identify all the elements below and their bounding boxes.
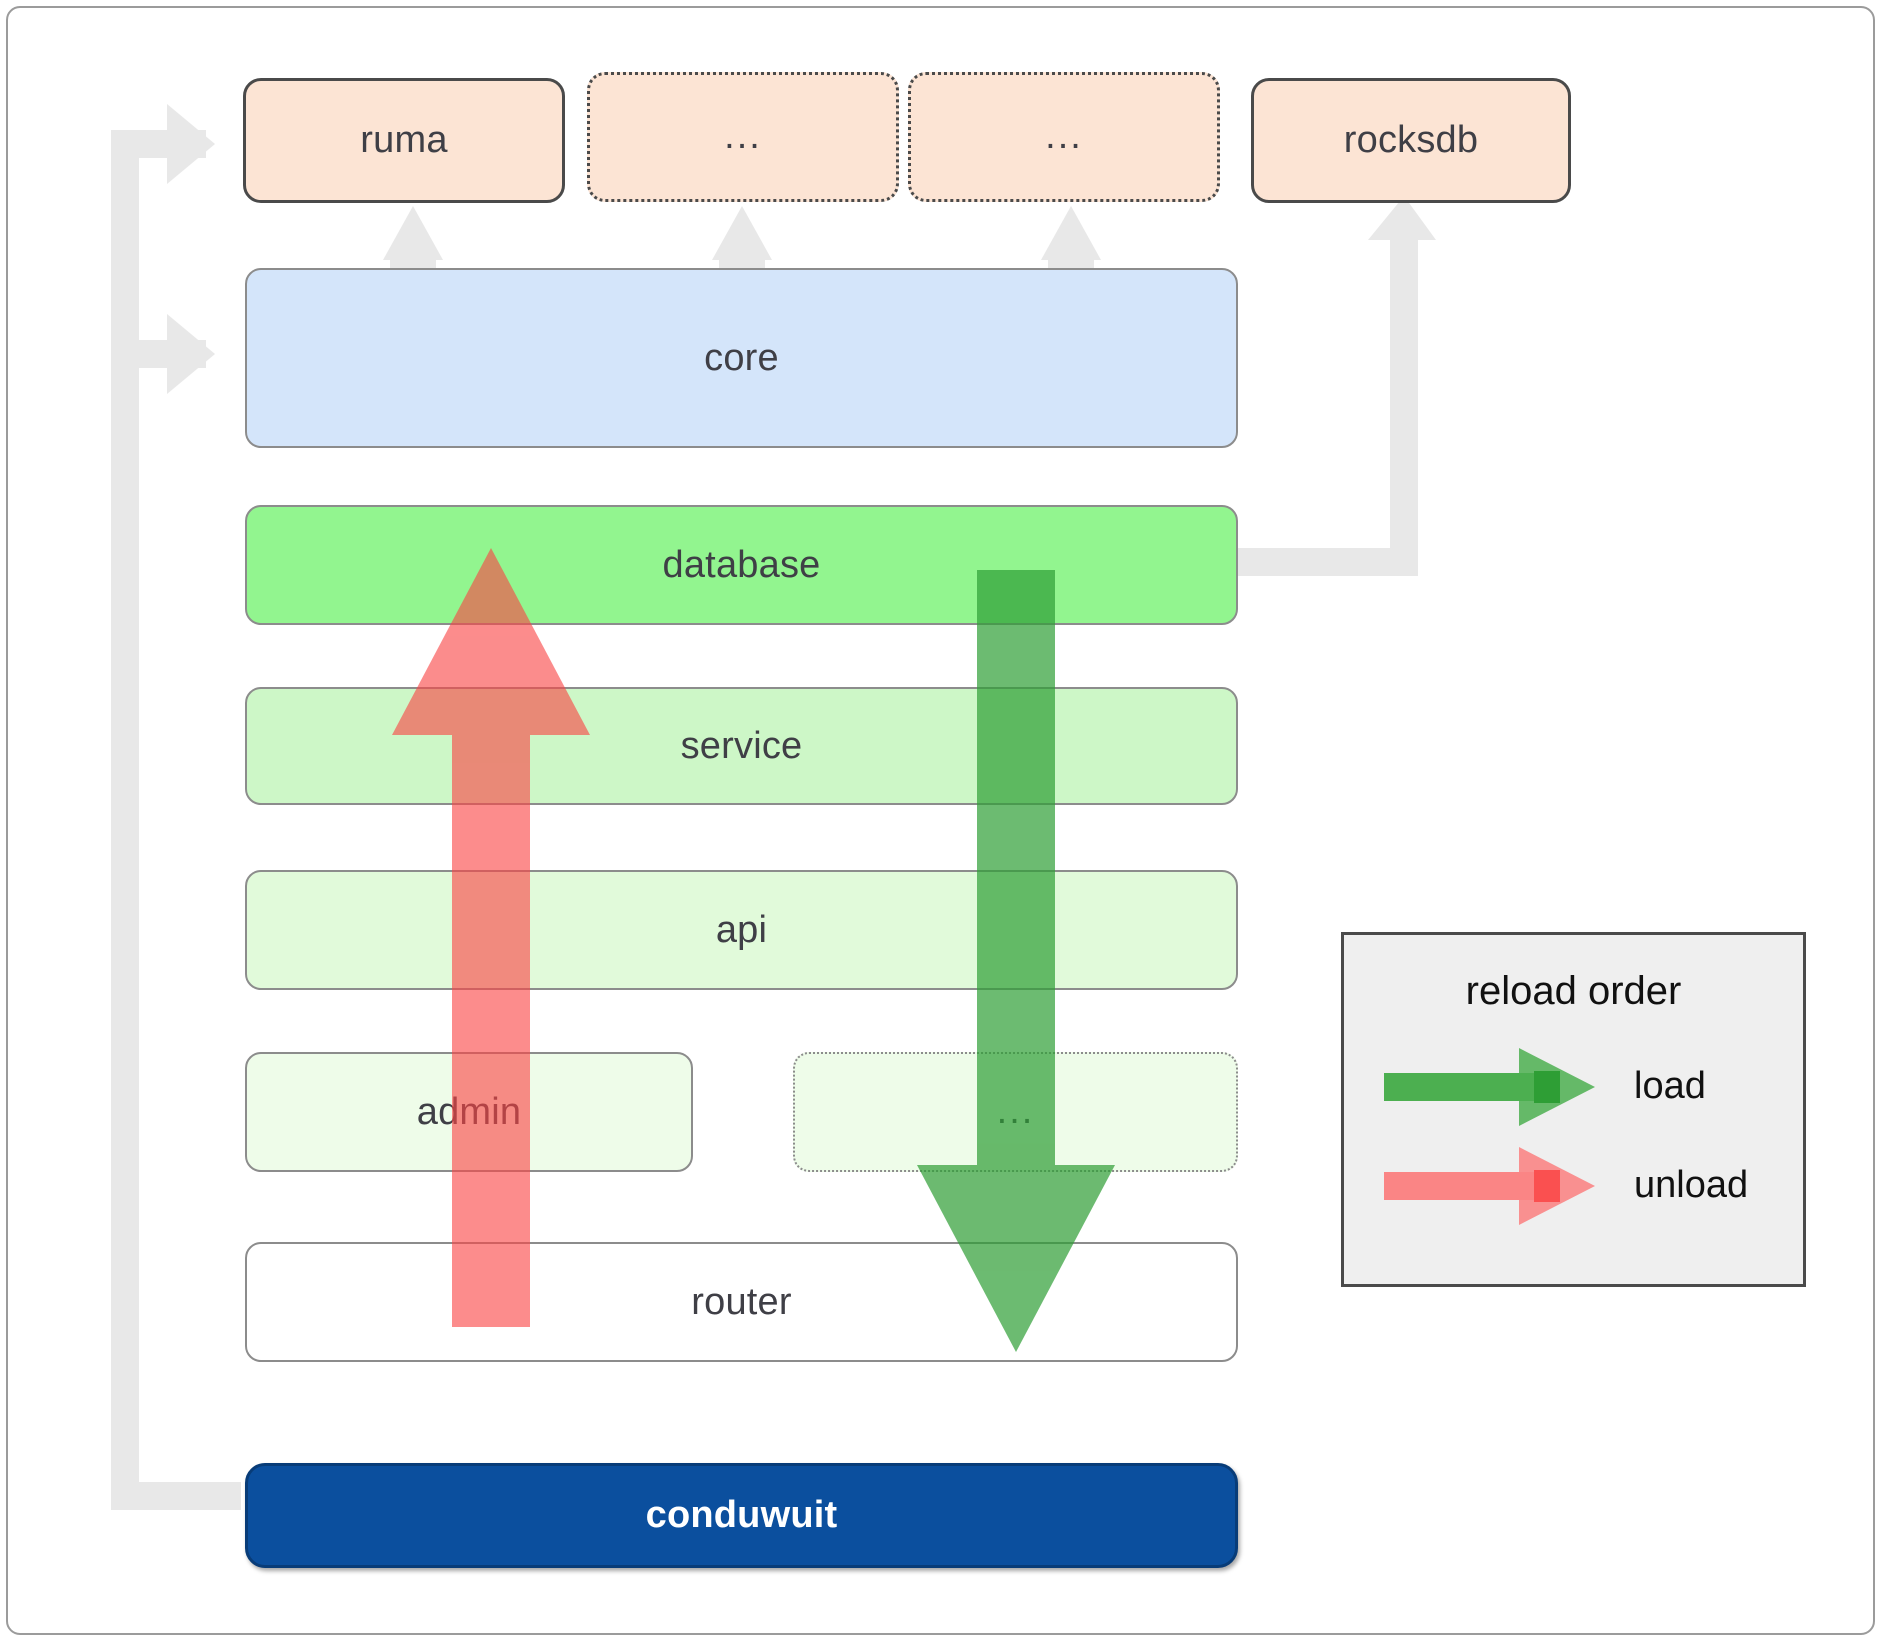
node-rocksdb[interactable]: rocksdb (1251, 78, 1571, 203)
node-dep-placeholder-2-label: ... (1045, 115, 1083, 158)
node-ruma[interactable]: ruma (243, 78, 565, 203)
node-conduwuit-label: conduwuit (645, 1494, 838, 1536)
diagram-frame (6, 6, 1875, 1635)
node-dep-placeholder-2[interactable]: ... (908, 72, 1220, 202)
node-core-label: core (704, 336, 779, 379)
legend-title: reload order (1465, 969, 1682, 1013)
node-ruma-label: ruma (360, 119, 448, 161)
node-admin-label: admin (416, 1090, 522, 1133)
legend-label-load: load (1634, 1065, 1706, 1107)
node-conduwuit[interactable]: conduwuit (245, 1463, 1238, 1568)
legend-arrow-graphics (1384, 1048, 1595, 1225)
node-service[interactable]: service (245, 687, 1238, 805)
node-router-label: router (691, 1280, 792, 1323)
node-service-label: service (680, 724, 803, 767)
node-dep-placeholder-1-label: ... (724, 115, 762, 158)
node-rocksdb-label: rocksdb (1343, 119, 1479, 161)
node-api[interactable]: api (245, 870, 1238, 990)
legend-label-unload: unload (1634, 1164, 1749, 1206)
node-dep-placeholder-1[interactable]: ... (587, 72, 899, 202)
node-router[interactable]: router (245, 1242, 1238, 1362)
node-database-label: database (662, 543, 821, 586)
node-layer-placeholder-label: ... (996, 1090, 1035, 1133)
legend-panel: reload order load unload (1341, 932, 1806, 1287)
node-core[interactable]: core (245, 268, 1238, 448)
node-database[interactable]: database (245, 505, 1238, 625)
node-layer-placeholder[interactable]: ... (793, 1052, 1238, 1172)
node-api-label: api (715, 908, 768, 951)
node-admin[interactable]: admin (245, 1052, 693, 1172)
legend-unload-arrow (1384, 1147, 1595, 1225)
legend-load-arrow (1384, 1048, 1595, 1126)
